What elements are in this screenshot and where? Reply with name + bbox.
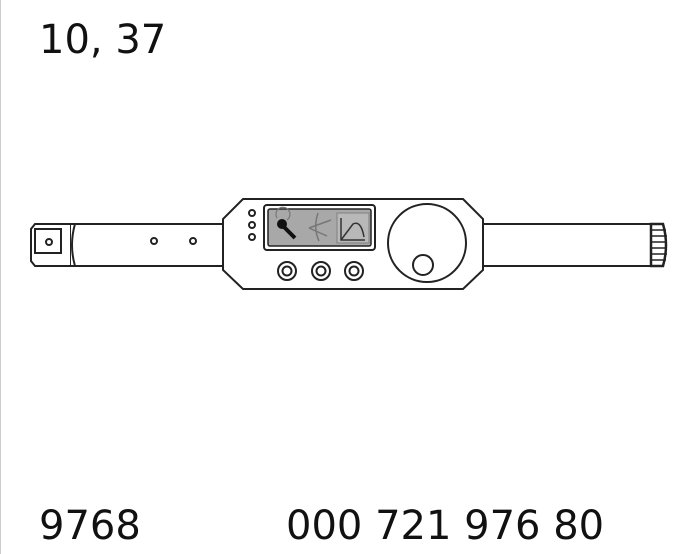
left-tube <box>71 223 224 267</box>
function-button <box>277 261 297 281</box>
led-indicator <box>248 233 256 241</box>
electronic-head <box>222 198 484 290</box>
led-indicator <box>248 221 256 229</box>
function-button <box>311 261 331 281</box>
dial-knob <box>412 254 434 276</box>
graph-icon <box>336 212 370 244</box>
article-number: 9768 <box>39 503 141 549</box>
angle-icon <box>308 212 332 242</box>
wrench-icon <box>275 206 297 240</box>
knurled-end-cap <box>649 222 668 268</box>
adjustment-dial <box>387 203 467 283</box>
order-number: 000 721 976 80 <box>286 503 605 549</box>
led-indicator <box>248 209 256 217</box>
function-button <box>344 261 364 281</box>
square-drive <box>30 223 72 267</box>
right-tube <box>482 223 652 267</box>
top-label: 10, 37 <box>39 17 167 63</box>
